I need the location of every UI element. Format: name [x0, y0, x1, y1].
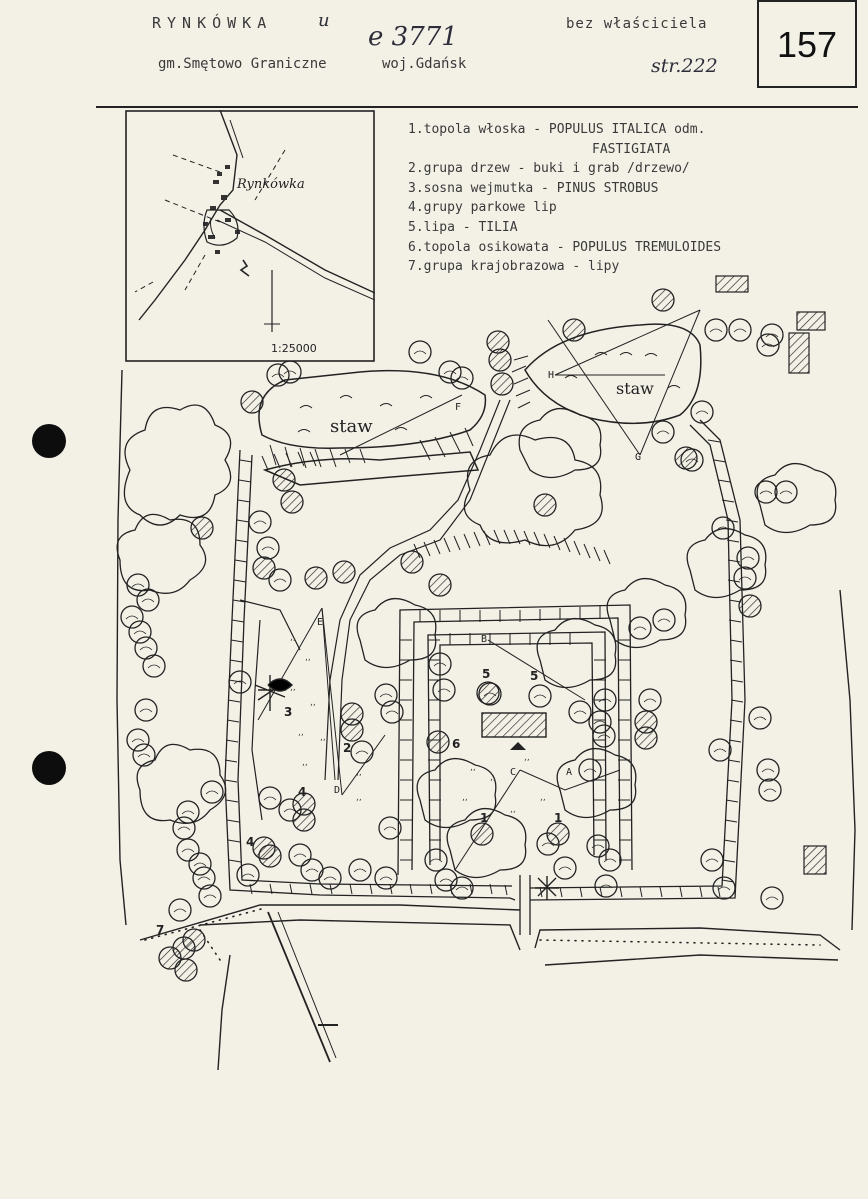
svg-text:,,: ,, [490, 773, 496, 783]
svg-text:,,: ,, [298, 728, 304, 738]
legend-item: FASTIGIATA [592, 141, 671, 157]
legend-item: 5.lipa - TILIA [408, 219, 518, 235]
viewpoint-label: A [566, 767, 572, 778]
svg-text:,,: ,, [470, 763, 476, 773]
tree-number: 1 [554, 811, 562, 825]
tree-number: 6 [452, 737, 460, 751]
manor-house [481, 712, 547, 738]
outbuilding [788, 332, 810, 374]
viewpoint-label: B [481, 634, 487, 645]
tree-number: 1 [480, 811, 488, 825]
svg-text:,,: ,, [540, 793, 546, 803]
estate-title: RYNKÓWKA [152, 14, 273, 32]
pine-symbols [254, 675, 559, 900]
outbuilding [803, 845, 827, 875]
handwritten-catalog-number: e 3771 [368, 22, 458, 52]
svg-text:,,: ,, [524, 753, 530, 763]
species-legend: 1.topola włoska - POPULUS ITALICA odm. F… [408, 120, 721, 277]
pond-west [258, 369, 487, 486]
internal-paths [239, 399, 511, 821]
viewpoint-label: D [334, 785, 340, 796]
inset-place-label: Rynkówka [236, 177, 305, 192]
legend-item: 1.topola włoska - POPULUS ITALICA odm. [408, 122, 706, 137]
location-inset-map: Rynkówka 1:25000 [125, 110, 375, 362]
punch-hole-icon [32, 424, 66, 458]
legend-item: 6.topola osikowata - POPULUS TREMULOIDES [408, 239, 722, 255]
legend-item: 4.grupy parkowe lip [408, 200, 557, 216]
inset-scale-label: 1:25000 [271, 342, 317, 355]
tree-number: 2 [343, 741, 351, 755]
card-number: 157 [776, 24, 838, 65]
monument-icon [510, 742, 526, 750]
inner-alley [397, 604, 633, 935]
sight-lines [257, 309, 701, 871]
legend-item: 7.grupa krajobrazowa - lipy [408, 259, 620, 275]
park-boundary [116, 369, 856, 1071]
voivodeship-name: woj.Gdańsk [382, 56, 467, 72]
legend-item: 2.grupa drzew - buki i grab /drzewo/ [408, 161, 690, 177]
svg-text:,,: ,, [290, 683, 296, 693]
punch-hole-icon [32, 751, 66, 785]
svg-text:,,: ,, [305, 653, 311, 663]
lawn-hatching [261, 451, 611, 565]
viewpoint-label: G [635, 452, 641, 463]
ownership-status: bez właściciela [566, 16, 708, 32]
commune-name: gm.Smętowo Graniczne [158, 56, 327, 72]
header-divider [96, 106, 858, 108]
tree-number: 4 [298, 785, 306, 799]
tree-number: 5 [530, 669, 538, 683]
card-number-box: 157 [757, 0, 857, 88]
svg-text:,,: ,, [290, 633, 296, 643]
svg-text:,,: ,, [310, 698, 316, 708]
tree-number: 7 [156, 923, 164, 937]
tree-number: 3 [284, 705, 292, 719]
pond-west-label: staw [330, 416, 373, 437]
svg-text:,,: ,, [356, 768, 362, 778]
svg-text:,,: ,, [320, 733, 326, 743]
page-reference: str.222 [651, 55, 718, 77]
inner-alley-hatching [400, 606, 631, 861]
viewpoint-label: H [548, 370, 554, 381]
pond-east-embankment [511, 355, 531, 409]
svg-text:,,: ,, [302, 758, 308, 768]
pond-east-label: staw [616, 379, 654, 398]
title-handwritten-mark: u [318, 10, 330, 31]
viewpoint-label: C [510, 767, 516, 778]
outbuilding [796, 311, 826, 331]
svg-text:,,: ,, [510, 805, 516, 815]
legend-item: 3.sosna wejmutka - PINUS STROBUS [408, 180, 659, 196]
svg-text:,,: ,, [462, 793, 468, 803]
tree-number: 4 [246, 835, 254, 849]
viewpoint-label: F [455, 402, 461, 413]
outbuilding [715, 275, 749, 293]
shrub-groups [116, 404, 837, 879]
svg-text:,,: ,, [356, 793, 362, 803]
viewpoint-label: E [317, 617, 323, 628]
tree-number: 5 [482, 667, 490, 681]
